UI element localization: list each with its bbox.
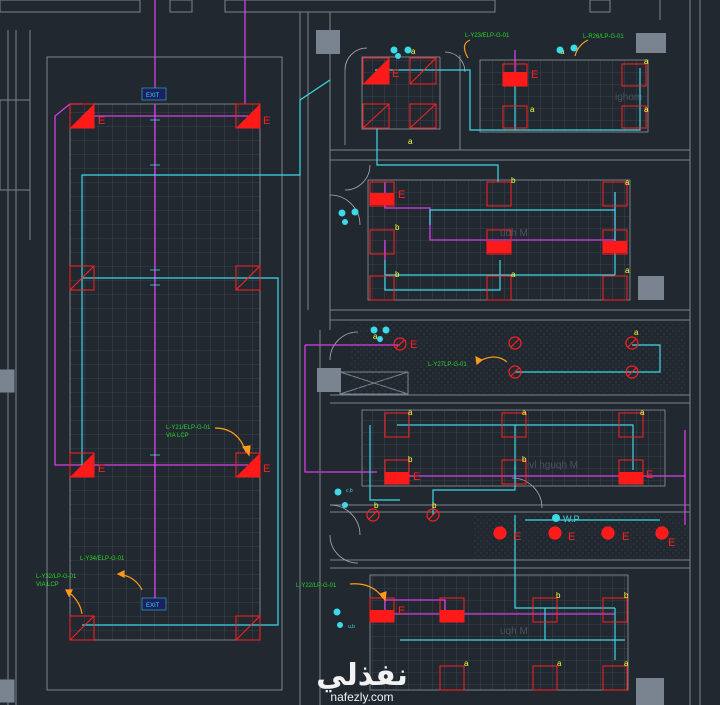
watermark-arabic: نفذلي: [316, 658, 408, 693]
emergency-tag: E: [646, 469, 653, 481]
switch-letter: a: [644, 57, 649, 66]
switch-letter: a: [625, 266, 630, 275]
switch-letter: b: [511, 176, 516, 185]
room-label: ighom: [615, 92, 642, 103]
emergency-tag: E: [413, 471, 420, 483]
switch-letter: a: [644, 105, 649, 114]
downlight: [426, 508, 440, 522]
emergency-tag: E: [98, 115, 105, 127]
switch-letter: b: [374, 501, 379, 510]
switch-letter: b: [432, 501, 437, 510]
downlight: [625, 365, 639, 379]
circuit-labels: L-Y23/ELP-G-01 L-R26/LP-G-01 L-Y21/ELP-G…: [36, 33, 624, 589]
light-fixture: [409, 57, 437, 85]
switch-letter: b: [408, 455, 413, 464]
light-fixture: [235, 265, 261, 291]
downlight: [548, 526, 562, 540]
emergency-tag: E: [568, 531, 575, 543]
cyan-circuits: [81, 68, 661, 660]
light-fixtures-right: [362, 57, 647, 691]
light-fixture: [69, 615, 95, 641]
corridor-floor: [350, 322, 685, 394]
ub-label: u,b: [348, 624, 355, 630]
downlight: [508, 365, 522, 379]
room-label: ivl hguqh M: [527, 460, 578, 471]
switch-letter: a: [625, 178, 630, 187]
cb-label: c,b: [346, 488, 353, 494]
circuit-label: L-Y22/LP-G-01: [296, 583, 337, 589]
switch-letter: a: [522, 408, 527, 417]
room-names: ighom udh M ivl hguqh M uqh M: [500, 92, 642, 637]
downlight: [508, 336, 522, 350]
switch-letter: a: [373, 332, 378, 341]
circuit-label: L-Y21/ELP-G-01: [166, 425, 211, 431]
downlight: [625, 336, 639, 350]
exit-label: EXIT: [146, 93, 160, 99]
switch-letter: b: [522, 455, 527, 464]
emergency-tag: E: [622, 531, 629, 543]
circuit-label: L-Y32/LP-G-01: [36, 574, 77, 580]
emergency-tag: E: [398, 605, 405, 617]
emergency-fixture: [69, 103, 95, 129]
downlight: [601, 526, 615, 540]
emergency-tag: E: [98, 463, 105, 475]
downlight: [655, 526, 669, 540]
emergency-tags-right: E E E E E E E E E E E: [392, 68, 675, 617]
emergency-tag: E: [514, 531, 521, 543]
switch-letter: a: [640, 408, 645, 417]
switch-letter: a: [411, 47, 416, 56]
circuit-label: L-Y27LP-G-01: [428, 362, 467, 368]
watermark-latin: nafezly.com: [330, 690, 394, 704]
round-fixtures: [366, 336, 669, 540]
circuit-label: L-Y23/ELP-G-01: [465, 33, 510, 39]
emergency-tag: E: [263, 115, 270, 127]
conduits: [150, 119, 160, 456]
switch-letter: b: [395, 223, 400, 232]
circuit-label: L-Y34/ELP-G-01: [80, 556, 125, 562]
switch-letter: a: [464, 659, 469, 668]
circuit-label: L-R26/LP-G-01: [583, 34, 624, 40]
switch-letter: a: [557, 659, 562, 668]
circuit-label: VIA LCP: [36, 582, 59, 588]
emergency-fixture: [69, 452, 95, 478]
switch-letter: b: [395, 270, 400, 279]
emergency-tag: E: [410, 339, 417, 351]
leader-arrows: [65, 39, 589, 615]
switch-letter: a: [511, 270, 516, 279]
switch-letter: b: [556, 591, 561, 600]
exit-sign-bottom: EXIT: [141, 597, 167, 611]
circuit-label: VIA LCP: [166, 433, 189, 439]
wp-label: W.P: [563, 514, 580, 524]
emergency-tag: E: [392, 68, 399, 80]
switch-letter: a: [624, 659, 629, 668]
exit-sign-top: EXIT: [141, 87, 167, 101]
watermark: نفذلي nafezly.com: [312, 660, 412, 705]
downlight: [393, 337, 407, 351]
downlight: [493, 526, 507, 540]
switch-letter: a: [530, 105, 535, 114]
emergency-fixture: [235, 103, 261, 129]
switch-dots: [333, 44, 578, 628]
emergency-tag: E: [668, 537, 675, 549]
light-fixture: [362, 103, 390, 129]
switch-letters: a a a a b a b b a a a a a a a b b b b b …: [373, 47, 649, 668]
emergency-tag: E: [263, 463, 270, 475]
switch-letter: a: [408, 137, 413, 146]
room-label: uqh M: [500, 626, 528, 637]
light-fixture: [409, 103, 437, 129]
light-fixture: [362, 57, 390, 85]
emergency-tag: E: [531, 69, 538, 81]
light-fixture: [69, 265, 95, 291]
switch-letter: b: [624, 591, 629, 600]
room-label: udh M: [500, 228, 528, 239]
light-fixtures-large-room: E E E E: [69, 103, 270, 641]
switch-letter: a: [408, 408, 413, 417]
light-fixture: [235, 615, 261, 641]
downlight: [366, 508, 380, 522]
corridor-floor-2: [473, 514, 688, 559]
emergency-tag: E: [398, 189, 405, 201]
exit-label: EXIT: [146, 603, 160, 609]
switch-letter: a: [634, 328, 639, 337]
